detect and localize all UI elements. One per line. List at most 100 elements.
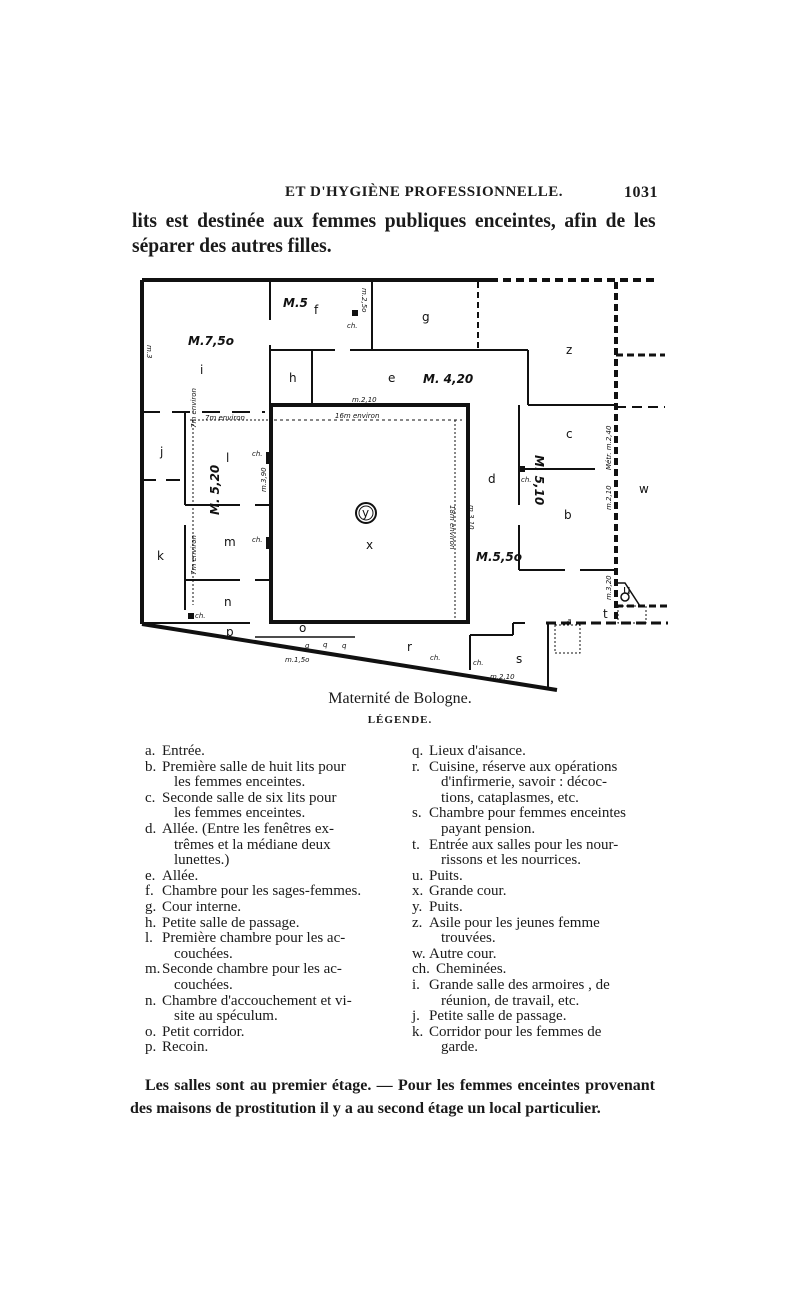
plan-label: q	[323, 641, 328, 649]
plan-label: z	[566, 343, 572, 357]
plan-label: i	[200, 363, 203, 377]
legend-text-line: d'infirmerie, savoir : décoc-	[441, 774, 607, 791]
legend-key: r.	[412, 758, 420, 775]
plan-label: q	[305, 642, 310, 650]
plan-label: M. 5,10	[532, 455, 546, 505]
legend-text: Petite salle de passage.	[162, 915, 375, 932]
legend-text-line: les femmes enceintes.	[174, 774, 306, 791]
plan-label: Métr. m.2,40	[605, 425, 613, 470]
plan-label: x	[366, 538, 373, 552]
legend-text-line: Puits.	[429, 898, 463, 915]
plan-label: m.3,90	[260, 467, 268, 492]
legend-text-line: trouvées.	[441, 930, 496, 947]
legend-text-line: Asile pour les jeunes femme	[429, 914, 600, 931]
legend-key: w.	[412, 945, 426, 962]
legend-key: c.	[145, 789, 156, 806]
legend-text-line: Puits.	[429, 867, 463, 884]
legend-text: Petite salle de passage.	[429, 1008, 662, 1025]
legend-item: y. Puits.	[412, 898, 662, 916]
legend-text-line: Allée. (Entre les fenêtres ex-	[162, 820, 334, 837]
plan-label: ch.	[430, 654, 441, 662]
plan-label: 16m environ	[335, 412, 379, 420]
legend-text: Entrée aux salles pour les nour-rissons …	[429, 837, 662, 869]
legend-key: z.	[412, 914, 423, 931]
legend-text-line: Chambre pour femmes enceintes	[429, 805, 627, 822]
plan-label: q	[342, 642, 347, 650]
plan-label: ch.	[521, 476, 532, 484]
plan-label: d	[488, 472, 496, 486]
plan-label: m.2,10	[605, 485, 613, 510]
plan-label: ch.	[252, 536, 263, 544]
plan-label: r	[407, 640, 412, 654]
footer-text-line: Les salles sont au premier étage. — Pour…	[145, 1077, 655, 1094]
plan-label: t	[603, 607, 608, 621]
legend-key: s.	[412, 805, 422, 822]
plan-label: M. 4,20	[423, 372, 473, 386]
legend-text: Grande cour.	[429, 884, 662, 900]
legend-item: g.Cour interne.	[145, 899, 375, 916]
body-text-line: séparer des autres filles.	[132, 233, 332, 257]
legend-item: m.Seconde chambre pour les ac-couchées.	[145, 961, 375, 993]
plan-label: m.3	[145, 345, 153, 359]
legend-text-line: Petite salle de passage.	[429, 1008, 567, 1025]
legend-key: b.	[145, 758, 157, 775]
plan-label: 7m environ	[190, 535, 198, 575]
legend-key: j.	[412, 1008, 420, 1025]
plan-label: j	[159, 445, 163, 459]
legend-text-line: Grande salle des armoires , de	[429, 976, 610, 993]
legend-text-line: Petit corridor.	[162, 1023, 245, 1040]
legend-column-left: a. Entrée. b. Première salle de huit lits p…	[145, 743, 375, 1056]
plan-label: M.5,5o	[476, 550, 522, 564]
plan-label: m.2,10	[490, 673, 515, 681]
plan-label: k	[157, 549, 164, 563]
legend-item: n.Chambre d'accouchement et vi-site au s…	[145, 993, 375, 1025]
chimney-marks	[188, 310, 525, 619]
plan-label: l	[226, 451, 229, 465]
legend-text-line: payant pension.	[441, 820, 536, 837]
legend-item: x.Grande cour.	[412, 884, 662, 900]
legend-text-line: trêmes et la médiane deux	[174, 836, 331, 853]
legend-text: Chambre pour les sages-femmes.	[162, 884, 375, 900]
plan-label: m.2,5o	[360, 288, 368, 312]
legend-text-line: Autre cour.	[429, 945, 497, 962]
plan-label: s	[516, 652, 522, 666]
page-number: 1031	[624, 184, 658, 201]
plan-label: ch.	[252, 450, 263, 458]
plan-label: 18m environ	[448, 505, 456, 549]
legend-key: h.	[145, 914, 157, 931]
figure-caption: Maternité de Bologne.	[328, 690, 472, 707]
legend-text-line: garde.	[441, 1039, 479, 1056]
legend-column-right: q.Lieux d'aisance.r.Cuisine, réserve aux…	[412, 743, 662, 1056]
legend-key: y.	[412, 898, 423, 915]
legend-text-line: les femmes enceintes.	[174, 805, 306, 822]
legend-text-line: Allée.	[162, 867, 199, 884]
legend-text: Allée. (Entre les fenêtres ex-trêmes et …	[162, 820, 375, 869]
plan-label: b	[564, 508, 572, 522]
legend-text: Entrée.	[162, 743, 375, 760]
plan-walls	[140, 278, 668, 692]
legend-text: Allée.	[162, 867, 375, 885]
plan-label: M.5	[283, 296, 308, 310]
plan-label: f	[314, 303, 319, 317]
legend-text-line: Seconde chambre pour les ac-	[162, 961, 342, 978]
legend-item: t. Entrée aux salles pour les nour-risson…	[412, 836, 662, 869]
legend-key: t.	[412, 836, 420, 853]
legend-key: a.	[145, 743, 156, 759]
legend-title: LÉGENDE.	[367, 714, 433, 726]
legend-text-line: lunettes.)	[174, 852, 230, 869]
legend-text: Seconde chambre pour les ac-couchées.	[162, 962, 375, 993]
plan-label: 7m environ	[205, 414, 245, 422]
legend-text-line: Grande cour.	[429, 883, 507, 900]
legend-text: Autre cour.	[429, 945, 662, 963]
legend-text-line: réunion, de travail, etc.	[441, 992, 580, 1009]
plan-label: h	[289, 371, 297, 385]
legend-text: Cour interne.	[162, 899, 375, 916]
legend-item: ch.Cheminées.	[412, 962, 662, 978]
legend-text-line: tions, cataplasmes, etc.	[441, 789, 579, 806]
